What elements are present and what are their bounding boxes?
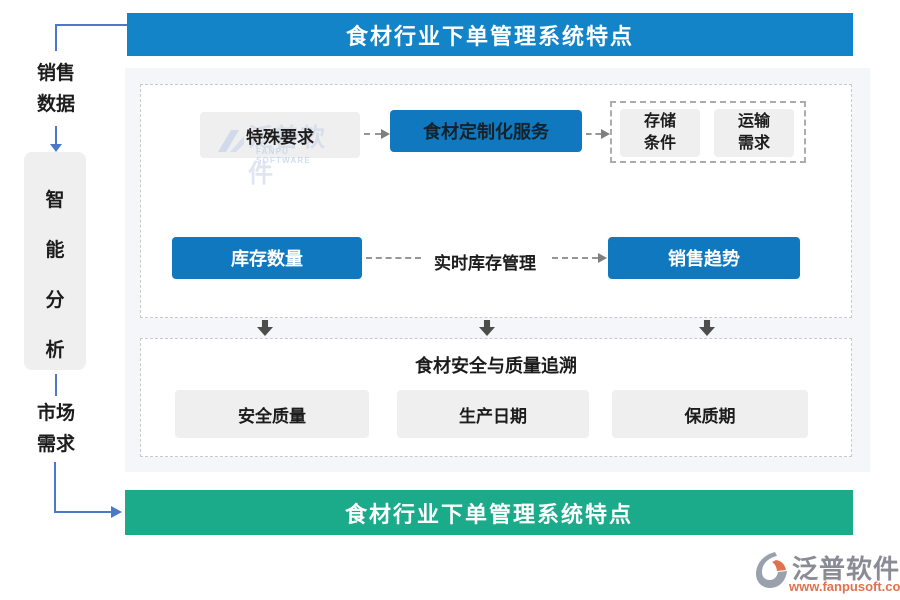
node-sales-trend-label: 销售趋势 — [668, 249, 740, 269]
node-special-request: 特殊要求 — [200, 112, 360, 158]
dashed-arrowhead-2 — [601, 129, 610, 139]
bottom-banner-title: 食材行业下单管理系统特点 — [344, 501, 633, 527]
fanpu-logo-url[interactable]: www.fanpusoft.com — [789, 579, 900, 594]
arrow-right-icon — [111, 506, 122, 518]
fanpu-logo-icon — [756, 552, 787, 588]
dashed-connector-4 — [552, 257, 598, 259]
node-sales-trend: 销售趋势 — [608, 237, 800, 279]
node-trace-item-label: 安全质量 — [238, 406, 306, 426]
label-sales-data: 销售数据 — [36, 63, 75, 115]
node-transport-demand-label: 运输需求 — [737, 113, 770, 152]
node-storage-condition: 存储条件 — [620, 109, 700, 157]
dashed-arrowhead-1 — [381, 129, 390, 139]
node-trace-item: 生产日期 — [397, 390, 589, 438]
node-trace-item-label: 生产日期 — [459, 406, 527, 426]
node-storage-condition-label: 存储条件 — [643, 113, 676, 152]
top-banner: 食材行业下单管理系统特点 — [127, 13, 853, 56]
label-realtime-inventory: 实时库存管理 — [434, 254, 536, 273]
dashed-arrowhead-4 — [598, 253, 607, 263]
top-banner-title: 食材行业下单管理系统特点 — [345, 23, 634, 49]
arrow-down-icon — [50, 144, 62, 152]
node-inventory-qty: 库存数量 — [172, 237, 362, 279]
dashed-connector-1 — [364, 133, 381, 135]
fanpu-logo-name: 泛普软件 — [792, 554, 900, 584]
node-trace-item: 保质期 — [612, 390, 808, 438]
connector-top-horizontal — [55, 24, 127, 26]
node-trace-item: 安全质量 — [175, 390, 369, 438]
node-special-request-label: 特殊要求 — [246, 127, 314, 147]
bottom-banner: 食材行业下单管理系统特点 — [125, 490, 853, 535]
label-market-demand: 市场需求 — [36, 403, 75, 455]
arrow-down-line — [55, 126, 57, 145]
node-smart-analysis-label: 智能分析 — [45, 190, 65, 361]
trace-title: 食材安全与质量追溯 — [415, 356, 577, 376]
dashed-connector-2 — [586, 133, 601, 135]
node-transport-demand: 运输需求 — [714, 109, 794, 157]
connector-top-vertical — [55, 24, 57, 51]
node-custom-service: 食材定制化服务 — [390, 110, 582, 152]
connector-bottom-vertical — [54, 462, 56, 513]
node-smart-analysis: 智能分析 — [24, 152, 86, 370]
connector-bottom-horizontal — [54, 511, 112, 513]
storage-transport-group: 存储条件 运输需求 — [610, 101, 806, 163]
node-inventory-qty-label: 库存数量 — [231, 249, 303, 269]
node-custom-service-label: 食材定制化服务 — [423, 122, 549, 142]
dashed-connector-3 — [366, 257, 421, 259]
node-trace-item-label: 保质期 — [684, 406, 736, 426]
connector-mid-vertical — [55, 374, 57, 396]
